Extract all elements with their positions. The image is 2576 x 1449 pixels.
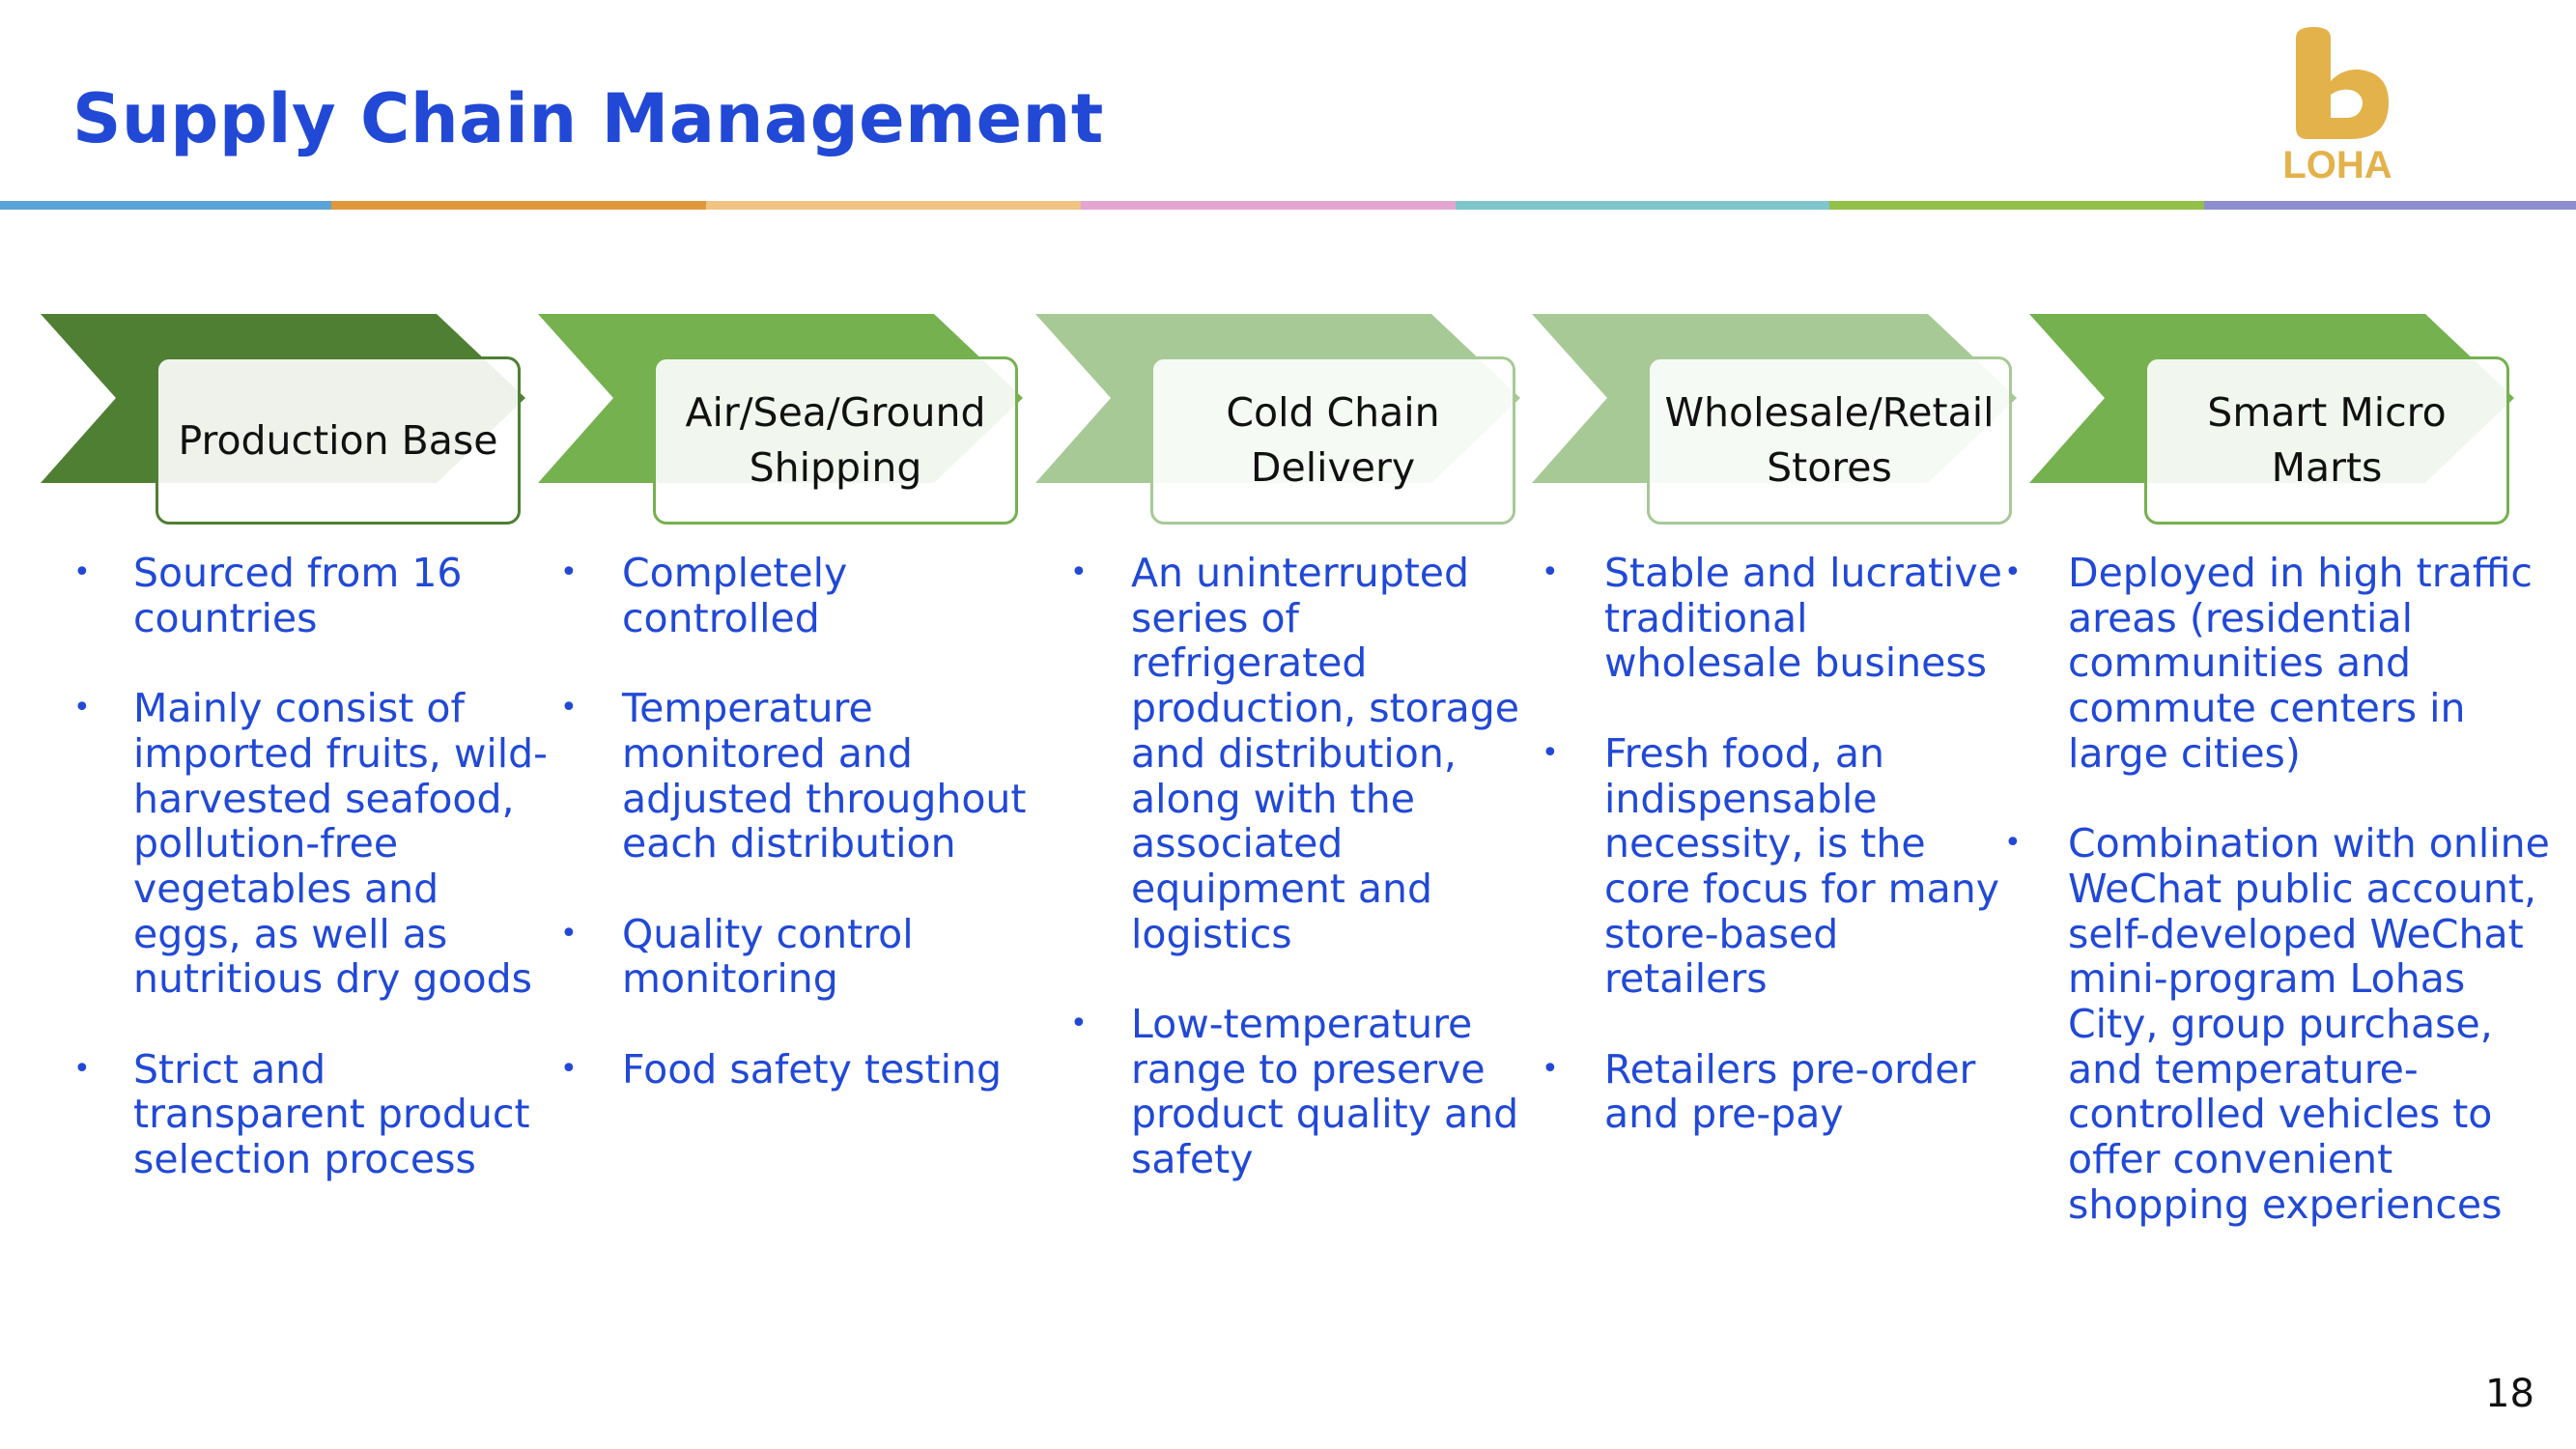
- bullet-item: • An uninterrupted series of refrigerated…: [1070, 550, 1546, 957]
- stripe-segment: [1829, 201, 2204, 210]
- bullet-item: • Retailers pre-order and pre-pay: [1542, 1045, 2010, 1138]
- stripe-segment: [0, 201, 331, 210]
- bullet-item: • Stable and lucrative traditional wholes…: [1542, 550, 2010, 687]
- stripe-segment: [1081, 201, 1456, 210]
- bullet-item: • Mainly consist of imported fruits, wild…: [73, 685, 549, 1003]
- bullet-icon: •: [560, 691, 578, 725]
- stage-smart-micro-marts: Smart Micro Marts: [2029, 314, 2514, 526]
- stage-wholesale-retail: Wholesale/Retail Stores: [1532, 314, 2017, 526]
- bullet-icon: •: [73, 555, 91, 589]
- bullet-text: Food safety testing: [622, 1045, 1003, 1093]
- bullet-item: • Quality control monitoring: [560, 910, 1028, 1003]
- bullets-production-base: • Sourced from 16 countries • Mainly consi…: [73, 550, 549, 1183]
- stage-label: Air/Sea/Ground Shipping: [685, 389, 986, 491]
- bullet-icon: •: [1070, 555, 1088, 589]
- bullet-text: Mainly consist of imported fruits, wild-…: [133, 685, 548, 1003]
- bullet-icon: •: [1542, 735, 1559, 770]
- stage-production-base: Production Base: [41, 314, 525, 526]
- bullet-item: • Temperature monitored and adjusted thro…: [560, 685, 1028, 867]
- bullet-icon: •: [1070, 1007, 1088, 1041]
- bullet-item: • Strict and transparent product selectio…: [73, 1045, 549, 1183]
- bullet-text: Combination with online WeChat public ac…: [2068, 820, 2550, 1228]
- stripe-segment: [2204, 201, 2576, 210]
- bullet-item: • Deployed in high traffic areas (residen…: [2004, 550, 2551, 777]
- stripe-segment: [706, 201, 1081, 210]
- bullet-text: Stable and lucrative traditional wholesa…: [1604, 550, 2002, 687]
- stage-label-box: Cold Chain Delivery: [1150, 356, 1515, 525]
- bullet-item: • Fresh food, an indispensable necessity,…: [1542, 729, 2010, 1003]
- stage-label-box: Wholesale/Retail Stores: [1647, 356, 2012, 525]
- logo-heart-icon: [2296, 27, 2389, 139]
- bullet-icon: •: [560, 1051, 578, 1086]
- header-color-stripe: [0, 201, 2576, 210]
- stage-label-box: Air/Sea/Ground Shipping: [653, 356, 1018, 525]
- bullet-icon: •: [560, 916, 578, 951]
- bullet-item: • Completely controlled: [560, 550, 1028, 641]
- bullet-text: Quality control monitoring: [622, 910, 914, 1003]
- bullet-text: Strict and transparent product selection…: [133, 1045, 530, 1183]
- stripe-segment: [1456, 201, 1829, 210]
- bullet-text: Sourced from 16 countries: [133, 550, 463, 641]
- bullet-icon: •: [2004, 555, 2022, 589]
- bullet-icon: •: [73, 1051, 91, 1086]
- bullet-icon: •: [560, 555, 578, 589]
- loha-logo: LOHA: [2282, 27, 2392, 186]
- bullet-text: Deployed in high traffic areas (resident…: [2068, 550, 2533, 777]
- stage-label: Production Base: [178, 416, 498, 464]
- bullet-icon: •: [1542, 1051, 1559, 1086]
- stripe-segment: [331, 201, 706, 210]
- bullet-text: An uninterrupted series of refrigerated …: [1131, 550, 1519, 957]
- bullet-text: Completely controlled: [622, 550, 848, 641]
- bullets-smart-micro-marts: • Deployed in high traffic areas (residen…: [2004, 550, 2551, 1228]
- bullet-item: • Combination with online WeChat public a…: [2004, 820, 2551, 1228]
- bullet-text: Fresh food, an indispensable necessity, …: [1604, 729, 1999, 1003]
- logo-text: LOHA: [2282, 144, 2392, 186]
- bullet-item: • Low-temperature range to preserve produ…: [1070, 1001, 1546, 1183]
- bullets-cold-chain: • An uninterrupted series of refrigerated…: [1070, 550, 1546, 1183]
- stage-label-box: Production Base: [156, 356, 521, 525]
- bullet-icon: •: [1542, 555, 1559, 589]
- stage-cold-chain: Cold Chain Delivery: [1035, 314, 1520, 526]
- page-title: Supply Chain Management: [72, 79, 1104, 158]
- bullet-item: • Food safety testing: [560, 1045, 1028, 1093]
- bullets-shipping: • Completely controlled • Temperature moni…: [560, 550, 1028, 1093]
- bullet-icon: •: [73, 691, 91, 725]
- bullet-text: Temperature monitored and adjusted throu…: [622, 685, 1027, 867]
- stage-label: Smart Micro Marts: [2207, 389, 2447, 491]
- bullet-icon: •: [2004, 826, 2022, 861]
- stage-label: Wholesale/Retail Stores: [1664, 389, 1995, 491]
- page-number: 18: [2485, 1372, 2534, 1416]
- bullet-text: Low-temperature range to preserve produc…: [1131, 1001, 1519, 1183]
- bullet-item: • Sourced from 16 countries: [73, 550, 549, 641]
- bullet-text: Retailers pre-order and pre-pay: [1604, 1045, 1976, 1138]
- stage-shipping: Air/Sea/Ground Shipping: [538, 314, 1023, 526]
- stage-label-box: Smart Micro Marts: [2144, 356, 2509, 525]
- stage-label: Cold Chain Delivery: [1226, 389, 1440, 491]
- bullets-wholesale-retail: • Stable and lucrative traditional wholes…: [1542, 550, 2010, 1138]
